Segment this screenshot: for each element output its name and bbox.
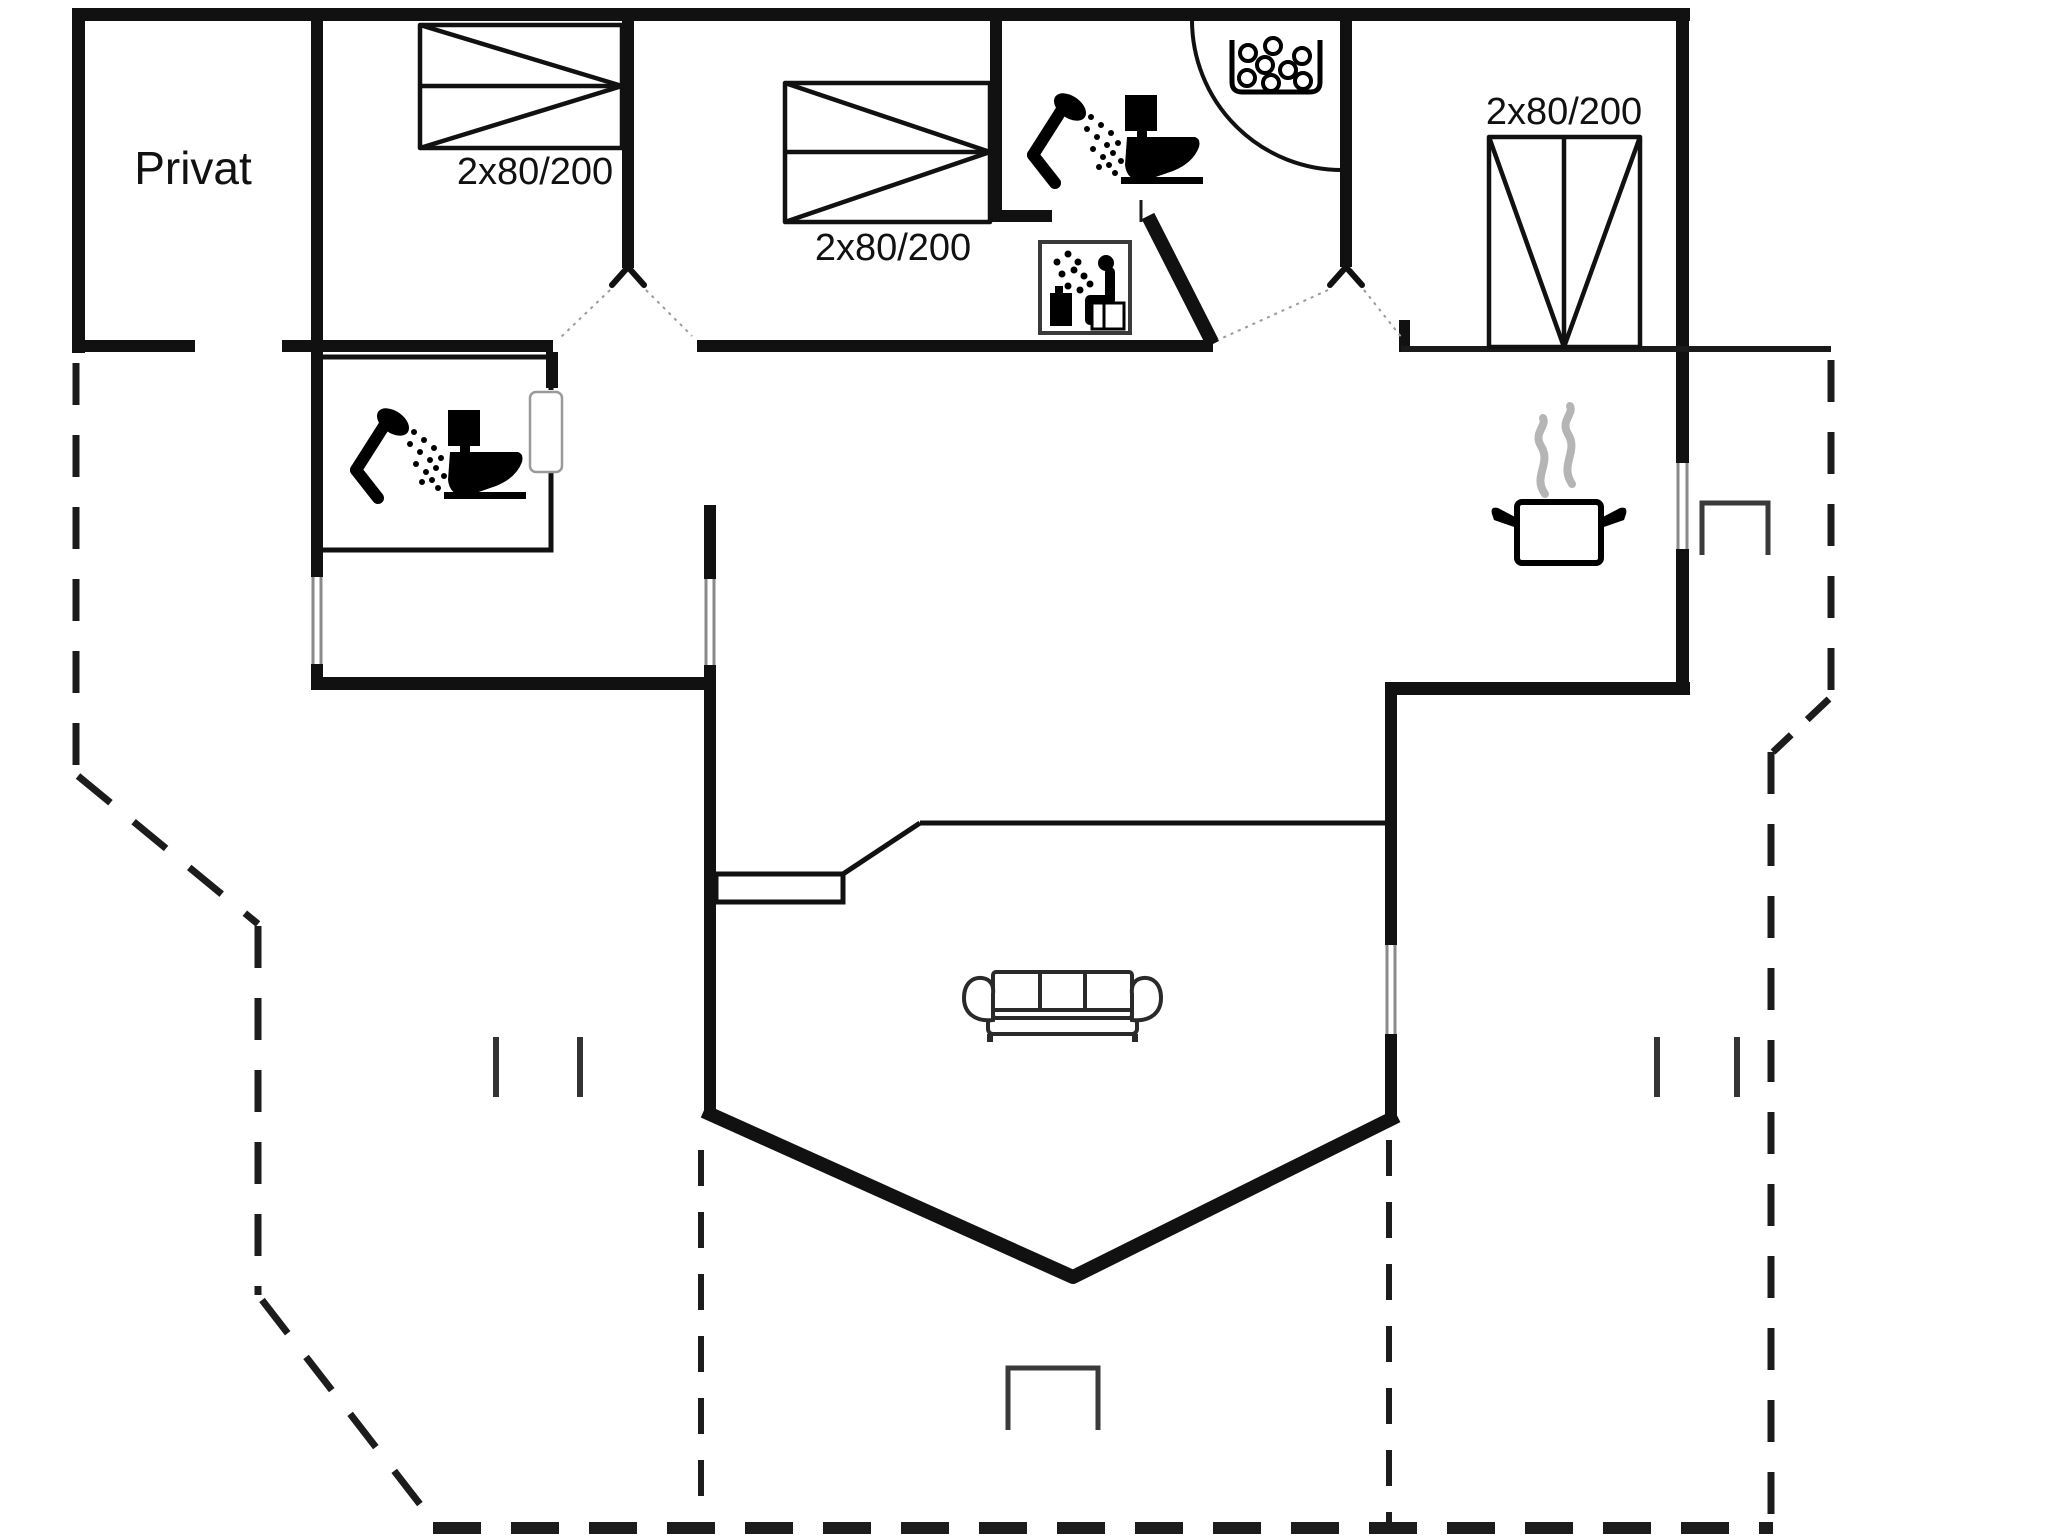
wall-privat-bottom-left	[72, 340, 195, 352]
opening-carets	[559, 200, 1403, 341]
beds	[417, 22, 1643, 350]
bed-label-3: 2x80/200	[1486, 91, 1642, 133]
wall-bedroom-divider	[622, 21, 634, 268]
sofa-icon	[961, 970, 1164, 1042]
sauna-person	[1085, 255, 1126, 331]
terrace-boundary	[72, 360, 1835, 1534]
window-living-west	[704, 579, 716, 665]
shower-icon	[1027, 93, 1124, 189]
bathroom-icons-upper	[1027, 93, 1203, 189]
wall-bay-window	[700, 1104, 1401, 1284]
terrace-left-diagonal	[75, 773, 261, 927]
shower-spray-dots	[407, 429, 447, 491]
door-opening-caret-icon	[1217, 262, 1403, 341]
bathroom-lower-door-leaf	[528, 390, 564, 474]
whirlpool-bubbles	[1237, 36, 1313, 93]
wall-top	[72, 8, 1690, 21]
terrace-steps	[1005, 500, 1771, 1430]
shower-icon	[350, 408, 447, 504]
wall-whirlpool	[1340, 21, 1352, 267]
terrace-right-diagonal	[1770, 696, 1832, 755]
bathroom-icons-lower	[350, 408, 526, 504]
wall-bathroom-stub	[1002, 210, 1052, 222]
cooking-pot-icon	[1491, 499, 1627, 566]
whirlpool-icon	[1229, 36, 1323, 95]
wall-bedrooms-south-right	[697, 340, 1213, 352]
wall-bedrooms-south-left	[323, 340, 553, 352]
door-opening-caret-icon	[559, 262, 693, 339]
wall-jamb-hall-east	[1399, 320, 1410, 352]
wall-privat-divider	[311, 21, 323, 352]
steam-icon	[1534, 402, 1576, 498]
bed-double-3	[1486, 134, 1643, 350]
wall-west-wing-south	[311, 677, 716, 690]
bathroom-lower	[317, 354, 564, 553]
toilet-icon	[444, 410, 526, 499]
wall-bathroom-divider	[990, 21, 1002, 222]
wall-left	[72, 8, 85, 353]
bed-double-2	[782, 80, 993, 225]
shower-spray-dots	[1084, 114, 1124, 176]
bed-label-1: 2x80/200	[457, 151, 613, 193]
wall-right-upper	[1676, 21, 1689, 463]
sauna-icon	[1038, 240, 1132, 335]
wall-living-east-upper	[1385, 682, 1397, 945]
terrace-posts	[493, 1037, 1740, 1097]
bed-label-2: 2x80/200	[815, 227, 971, 269]
sofa-arm-left	[961, 975, 996, 1023]
door-swing-arc-icon	[1190, 19, 1343, 172]
window-living-east	[1385, 945, 1397, 1034]
window-west-wing	[311, 577, 323, 664]
kitchen-area	[1491, 402, 1627, 566]
sofa-arm-right	[1129, 975, 1164, 1023]
terrace-left-lower-diagonal	[259, 1297, 436, 1524]
walls	[72, 8, 1690, 1121]
wall-living-east-lower	[1385, 1034, 1397, 1121]
wall-right-lower	[1676, 549, 1689, 695]
level-line-diagonal	[841, 820, 922, 877]
wall-angled-sauna	[1141, 212, 1220, 348]
bed-double-1	[417, 22, 625, 151]
step-bottom	[1005, 1365, 1101, 1430]
wall-living-west-upper	[704, 505, 716, 579]
sauna-steam-dots	[1053, 250, 1094, 294]
windows	[311, 463, 1689, 1034]
wall-right-wing-south	[1385, 682, 1690, 695]
stairs-icon	[713, 820, 1385, 905]
step-east	[1699, 500, 1771, 555]
toilet-icon	[1121, 95, 1203, 184]
stair-step	[713, 871, 846, 905]
room-label-privat: Privat	[134, 142, 252, 194]
door-east-entrance	[1676, 463, 1689, 549]
wall-living-west-lower	[704, 665, 716, 1117]
